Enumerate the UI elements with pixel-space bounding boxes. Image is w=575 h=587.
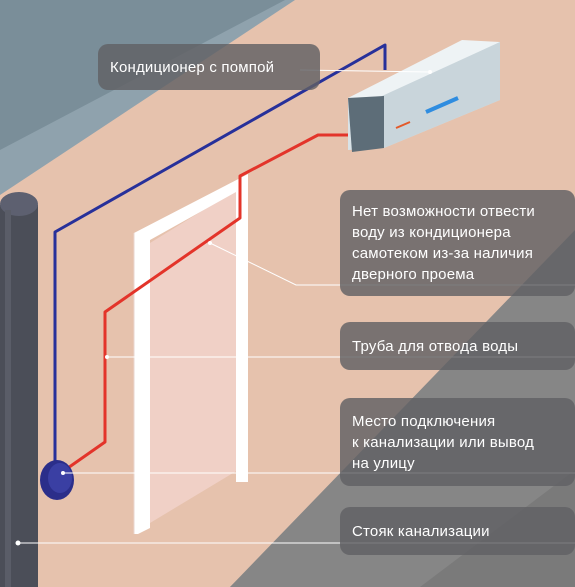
leader-pipe-dot: [105, 355, 109, 359]
callout-drain-pipe-text: Труба для отвода воды: [352, 337, 519, 355]
ac-unit-stripe: [425, 96, 459, 114]
ac-unit-front: [382, 42, 500, 148]
ac-unit-top: [348, 40, 500, 98]
leader-riser-dot: [15, 540, 21, 546]
ac-unit-led: [395, 121, 411, 129]
leader-ac-dot: [428, 70, 432, 74]
connection-box-face: [48, 463, 72, 493]
callout-drain-pipe: Труба для отвода воды: [340, 322, 575, 370]
callout-sewer-riser: Стояк канализации: [340, 507, 575, 555]
callout-connection-point: Место подключения к канализации или выво…: [340, 398, 575, 486]
leader-door-dot: [208, 241, 212, 245]
callout-sewer-riser-text: Стояк канализации: [352, 522, 490, 540]
ac-unit-side: [348, 96, 384, 152]
leader-connection-dot: [61, 471, 65, 475]
callout-connection-point-text: Место подключения к канализации или выво…: [352, 412, 535, 472]
sewer-riser-highlight: [5, 210, 11, 587]
blue-pipe: [53, 43, 387, 470]
callout-no-gravity-drain-text: Нет возможности отвести воду из кондицио…: [352, 203, 536, 283]
door-frame: [134, 174, 248, 534]
callout-ac-with-pump-text: Кондиционер с помпой: [110, 58, 275, 76]
red-drain-pipe: [64, 133, 372, 472]
leader-ac: [299, 69, 431, 73]
callout-no-gravity-drain: Нет возможности отвести воду из кондицио…: [340, 190, 575, 296]
callout-ac-with-pump: Кондиционер с помпой: [98, 44, 320, 90]
